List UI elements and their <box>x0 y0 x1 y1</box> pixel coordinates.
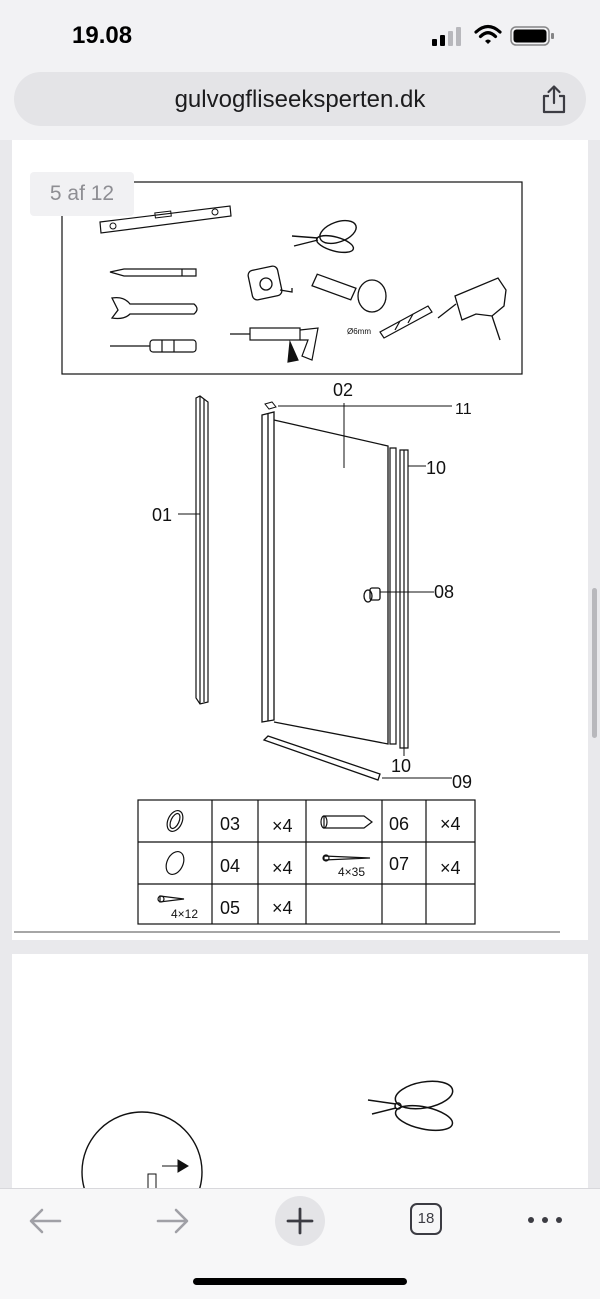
cellular-signal-icon <box>432 27 461 46</box>
pdf-viewer[interactable]: Ø6mm <box>0 140 600 1188</box>
part-number-03: 03 <box>220 814 240 834</box>
forward-arrow-icon[interactable] <box>152 1205 192 1237</box>
page-6-diagram <box>81 1080 454 1188</box>
short-screw-icon <box>159 895 185 903</box>
part-number-07: 07 <box>389 854 409 874</box>
page-indicator: 5 af 12 <box>30 172 134 216</box>
url-text: gulvogfliseeksperten.dk <box>174 86 426 113</box>
screw-size-4x35: 4×35 <box>338 865 365 879</box>
quantity-04: ×4 <box>272 858 293 878</box>
screw-size-4x12: 4×12 <box>171 907 198 921</box>
spirit-level-icon <box>99 205 232 234</box>
wrench-icon <box>110 296 198 320</box>
cap-icon <box>165 851 185 875</box>
quantity-03: ×4 <box>272 816 293 836</box>
parts-table <box>137 799 476 925</box>
part-label-08: 08 <box>434 582 454 602</box>
quantity-05: ×4 <box>272 898 293 918</box>
address-bar[interactable]: gulvogfliseeksperten.dk <box>14 72 586 126</box>
viewer-scrollbar[interactable] <box>592 588 597 738</box>
pencil-icon <box>109 268 197 277</box>
quantity-06: ×4 <box>440 814 461 834</box>
mallet-icon <box>311 273 387 313</box>
drill-bit-size-label: Ø6mm <box>347 327 371 336</box>
share-icon[interactable] <box>540 84 568 114</box>
part-number-05: 05 <box>220 898 240 918</box>
drill-bit-icon <box>379 305 433 339</box>
pdf-page-5: Ø6mm <box>12 140 588 940</box>
battery-icon <box>510 26 554 46</box>
assembly-diagram: Ø6mm <box>14 181 560 933</box>
part-02-door-panel <box>261 411 389 745</box>
caulking-gun-icon <box>230 327 319 363</box>
part-10-seal-strips <box>389 447 409 749</box>
part-11-cap <box>264 401 277 410</box>
scissors-icon <box>291 219 357 254</box>
arrow-right-icon <box>162 1159 189 1173</box>
tabs-button[interactable]: 18 <box>410 1203 442 1235</box>
status-time: 19.08 <box>72 22 133 49</box>
back-arrow-icon[interactable] <box>26 1205 66 1237</box>
part-01-profile <box>195 395 209 705</box>
part-number-04: 04 <box>220 856 240 876</box>
pdf-page-6 <box>12 954 588 1188</box>
power-drill-icon <box>437 277 507 341</box>
scissors-icon <box>367 1080 454 1132</box>
wall-plug-icon <box>323 815 373 829</box>
more-options-icon[interactable] <box>526 1215 564 1225</box>
part-label-11: 11 <box>455 401 472 418</box>
part-number-06: 06 <box>389 814 409 834</box>
tape-measure-icon <box>247 265 293 301</box>
wifi-icon <box>474 24 502 44</box>
part-label-09: 09 <box>452 772 472 792</box>
part-label-02: 02 <box>333 380 353 400</box>
part-label-10-bottom: 10 <box>391 756 411 776</box>
status-bar: 19.08 <box>0 0 600 70</box>
new-tab-plus-icon[interactable] <box>274 1195 326 1247</box>
washer-icon <box>166 810 184 832</box>
home-indicator[interactable] <box>193 1278 407 1285</box>
detail-callout-circle <box>81 1111 203 1188</box>
long-screw-icon <box>323 855 371 861</box>
part-label-01: 01 <box>152 505 172 525</box>
quantity-07: ×4 <box>440 858 461 878</box>
part-09-bottom-seal <box>262 735 381 781</box>
screwdriver-icon <box>110 339 197 353</box>
part-label-10-top: 10 <box>426 458 446 478</box>
part-08-handle <box>363 587 381 603</box>
